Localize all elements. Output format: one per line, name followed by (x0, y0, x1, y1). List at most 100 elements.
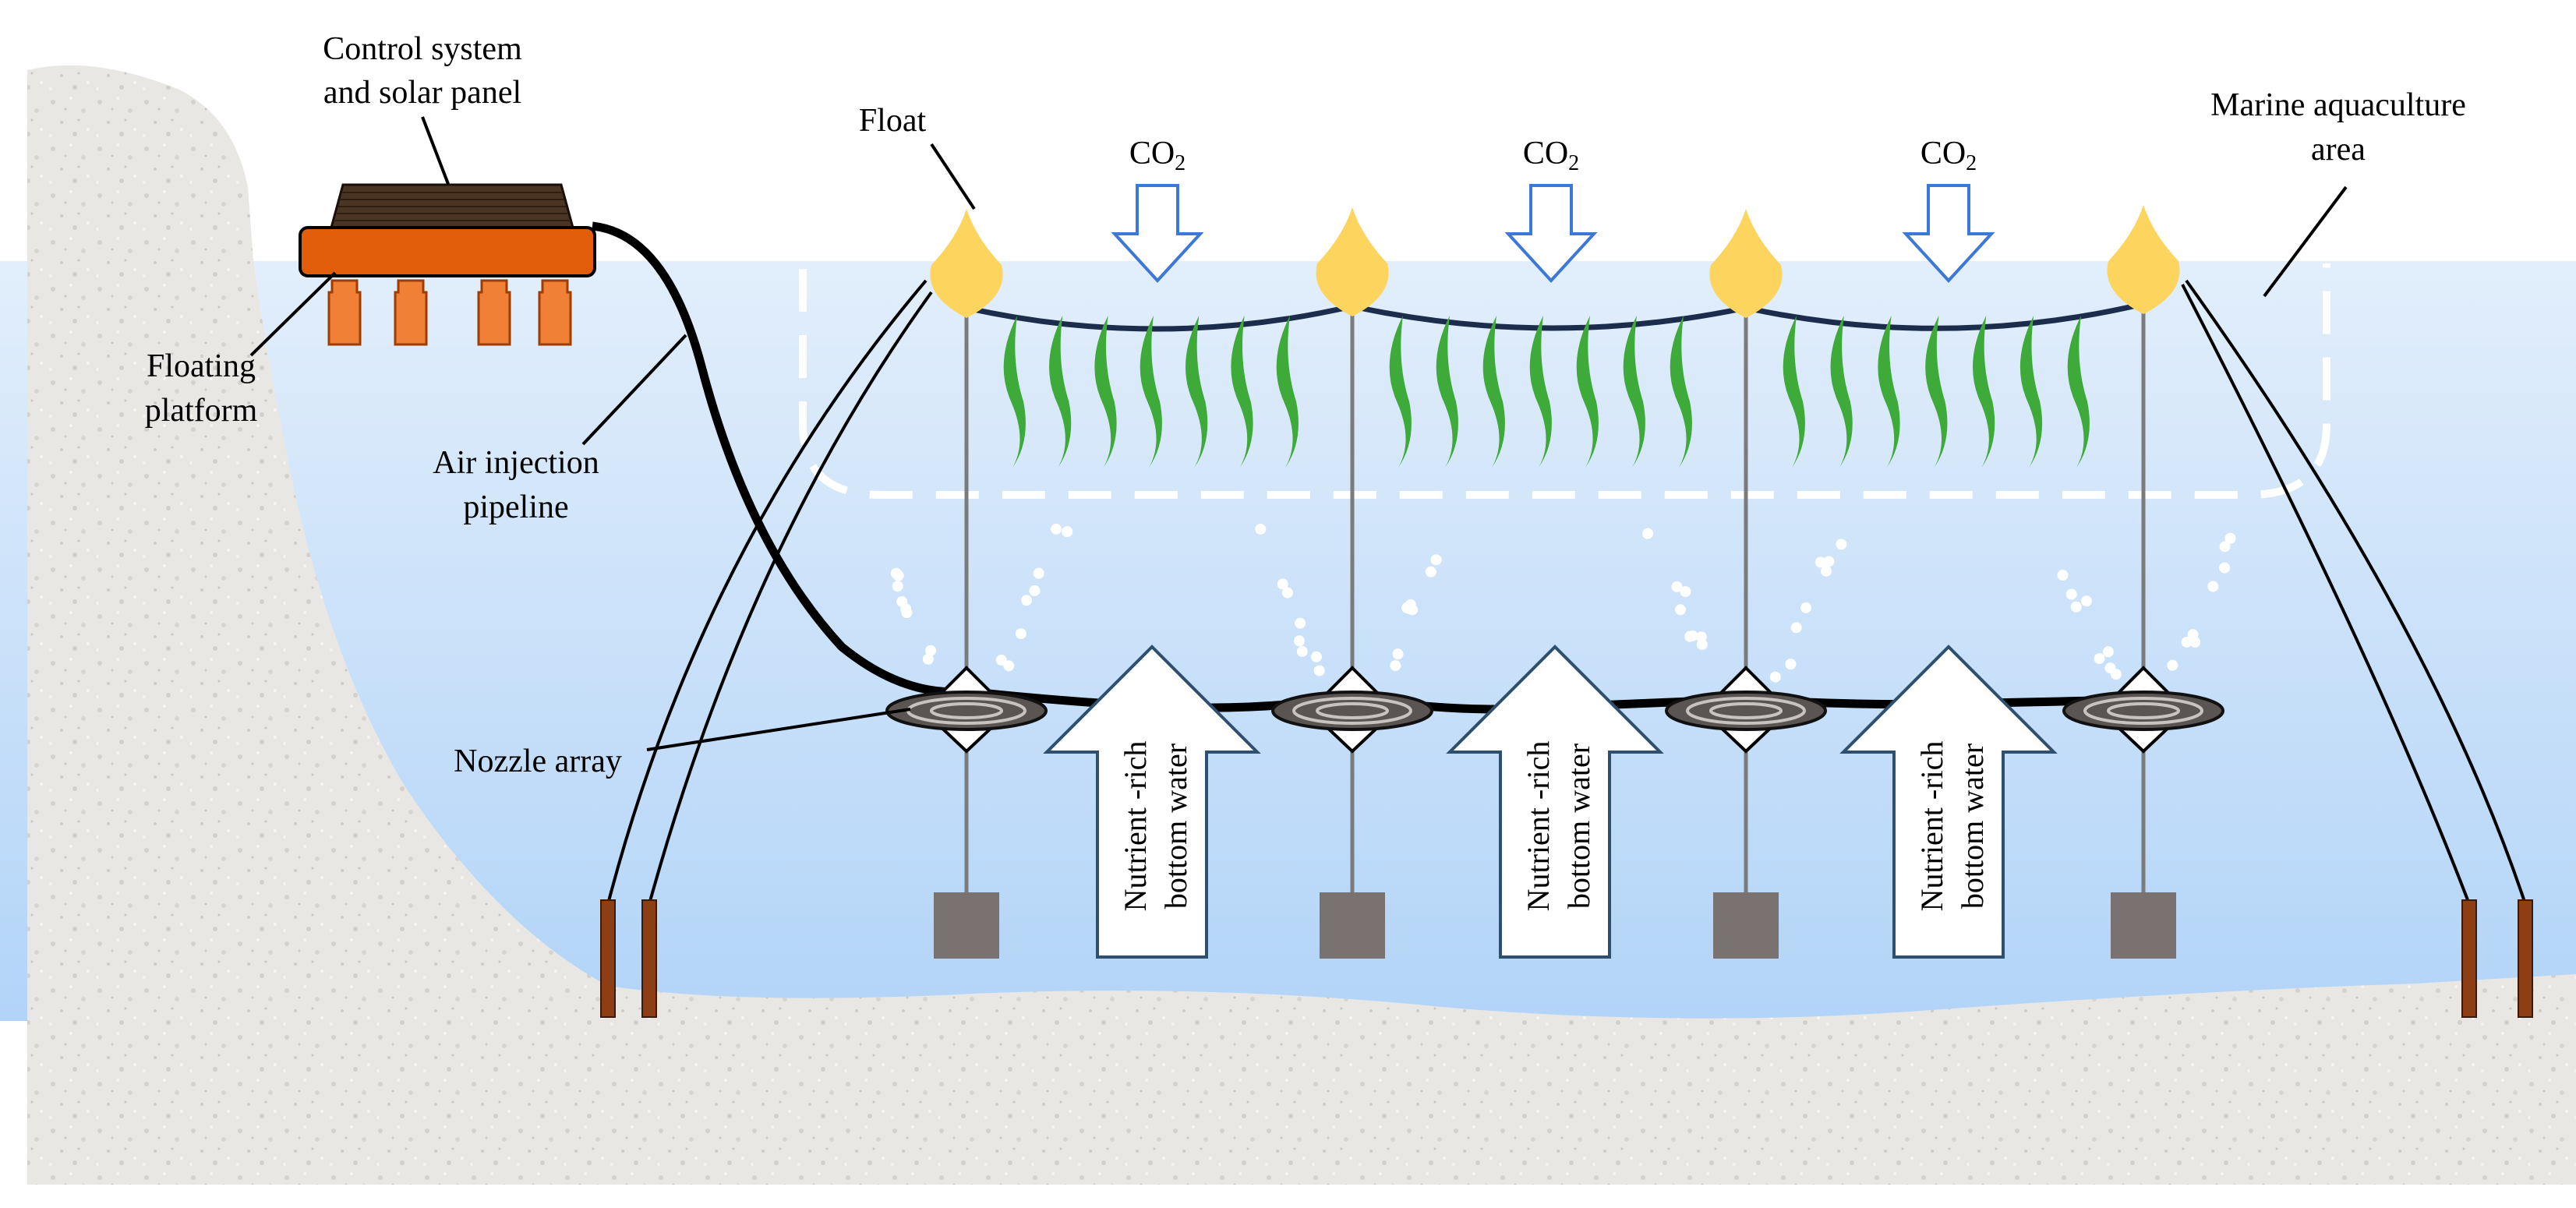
co2-arrow-2 (1504, 184, 1598, 283)
pontoon-3 (477, 279, 511, 346)
control-system-label-line1: Control system (323, 31, 522, 67)
air-injection-pipeline (592, 221, 2144, 714)
nozzle-ring-mid (1292, 697, 1412, 725)
kelp-blade-3-2 (1830, 316, 1853, 468)
air-bubble (890, 567, 902, 579)
kelp-blade-2-7 (1670, 316, 1692, 468)
air-bubble (1051, 523, 1062, 535)
weight-block-1 (934, 892, 999, 959)
co2-label-3: CO2 (1921, 136, 1977, 175)
air-bubble (2187, 629, 2199, 641)
air-bubble (1815, 556, 1826, 568)
marine-area-label-line1: Marine aquaculture (2210, 87, 2466, 123)
air-bubble (2167, 659, 2178, 671)
air-bubble (2057, 569, 2069, 581)
air-bubble (892, 581, 903, 592)
kelp-blade-1-7 (1276, 316, 1299, 468)
float-buoy-3 (1709, 209, 1783, 318)
air-bubble (1015, 628, 1027, 640)
kelp-rope-3 (1745, 301, 2144, 331)
nutrient-label-line1: Nutrient -rich (1118, 741, 1153, 912)
air-bubble (1390, 660, 1401, 672)
air-bubble (1800, 602, 1812, 613)
air-bubble (1790, 622, 1802, 634)
nozzle-array-leader (646, 708, 911, 751)
air-bubble (2070, 601, 2082, 613)
co2-arrow-1 (1111, 184, 1204, 283)
air-bubble (2224, 532, 2236, 544)
air-bubble (1836, 539, 1847, 550)
air-bubble (1062, 526, 1073, 538)
nutrient-arrow-3 (1839, 645, 2058, 959)
float-buoy-4 (2107, 205, 2180, 314)
nozzle-ring-inner (930, 702, 1003, 719)
air-bubble (1674, 604, 1686, 616)
float-label: Float (859, 103, 927, 139)
nozzle-array-3 (1665, 666, 1827, 754)
anchor-pile-1 (600, 899, 616, 1018)
kelp-blade-3-1 (1783, 316, 1805, 468)
nutrient-label-line2: bottom water (1158, 744, 1193, 909)
kelp-rope-2 (1352, 303, 1747, 331)
air-injection-leader (581, 334, 687, 446)
mooring-line-left-inner (648, 291, 933, 905)
floating-platform-label-line2: platform (145, 393, 258, 429)
nozzle-ring-mid (1686, 697, 1806, 725)
float-leader (930, 143, 976, 210)
kelp-blade-3-3 (1878, 316, 1900, 468)
co2-label-2: CO2 (1523, 136, 1579, 175)
nutrient-arrow-2 (1446, 645, 1664, 959)
air-bubble (1296, 645, 1308, 657)
floating-platform-leader (249, 271, 337, 357)
nutrient-label-line1: Nutrient -rich (1914, 741, 1949, 912)
air-bubble (1281, 587, 1293, 599)
nozzle-ring-inner (1709, 702, 1783, 719)
air-bubble (901, 607, 913, 619)
control-system-leader (421, 116, 450, 185)
air-bubble (1430, 554, 1442, 566)
mooring-line-right-inner (2181, 284, 2471, 905)
kelp-blade-1-5 (1186, 316, 1208, 468)
air-bubble (1277, 578, 1288, 590)
weight-block-2 (1320, 892, 1385, 959)
air-bubble (1310, 651, 1322, 662)
nozzle-ring-inner (1316, 702, 1389, 719)
air-bubble (2065, 588, 2077, 600)
air-bubble (2104, 662, 2116, 674)
kelp-blade-1-2 (1049, 316, 1072, 468)
kelp-blade-1-4 (1140, 316, 1162, 468)
co2-label-1: CO2 (1129, 136, 1186, 175)
air-bubble (1769, 671, 1781, 683)
kelp-blade-3-5 (1973, 316, 1995, 468)
nozzle-array-label: Nozzle array (454, 744, 622, 779)
kelp-blade-1-6 (1231, 316, 1253, 468)
weight-block-4 (2111, 892, 2176, 959)
marine-area-label-line2: area (2311, 132, 2366, 168)
kelp-blade-2-4 (1529, 316, 1552, 468)
nozzle-array-1 (885, 666, 1048, 754)
nutrient-label-line1: Nutrient -rich (1521, 741, 1556, 912)
pontoon-1 (327, 279, 362, 346)
air-bubble (1696, 638, 1708, 650)
nutrient-label-line2: bottom water (1561, 744, 1596, 909)
weight-block-3 (1713, 892, 1779, 959)
kelp-blade-1-3 (1094, 316, 1117, 468)
nozzle-ring-mid (2083, 697, 2203, 725)
air-injection-label-line1: Air injection (433, 445, 599, 481)
floating-platform-label-line1: Floating (147, 348, 256, 384)
air-bubble (1295, 617, 1306, 629)
air-bubble (2080, 595, 2092, 607)
air-bubble (1425, 566, 1436, 578)
nutrient-arrow-1 (1043, 645, 1261, 959)
air-bubble (1003, 660, 1015, 672)
air-bubble (1392, 648, 1404, 660)
air-bubble (1029, 585, 1041, 596)
air-bubble (1407, 604, 1419, 616)
air-bubble (2207, 581, 2219, 592)
kelp-blade-3-6 (2019, 316, 2043, 468)
air-bubble (995, 654, 1007, 666)
